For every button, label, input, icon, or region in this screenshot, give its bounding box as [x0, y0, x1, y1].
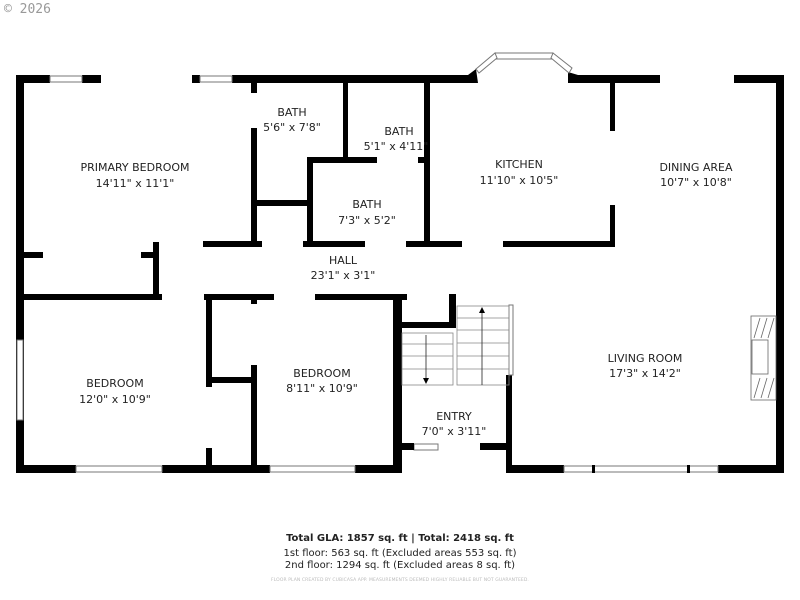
wall: [315, 294, 407, 300]
wall: [203, 241, 262, 247]
wall: [232, 75, 470, 83]
room-name: BATH: [384, 125, 413, 138]
stairs: [401, 305, 510, 386]
room-size: 5'6" x 7'8": [263, 121, 321, 134]
stair-flight-down: [401, 332, 454, 386]
wall: [610, 205, 615, 247]
window-mullion: [687, 465, 690, 473]
window: [269, 465, 356, 473]
wall: [212, 377, 256, 383]
window-mullion: [592, 465, 595, 473]
second-floor-area: 2nd floor: 1294 sq. ft (Excluded areas 8…: [284, 560, 516, 571]
stair-arrow-up-icon: [479, 307, 485, 313]
wall: [506, 375, 512, 473]
wall: [192, 75, 200, 83]
wall: [16, 75, 24, 473]
wall: [418, 157, 428, 163]
room-name: LIVING ROOM: [608, 352, 683, 365]
copyright-watermark: © 2026: [4, 2, 51, 17]
wall: [400, 443, 414, 450]
room-size: 5'1" x 4'11": [364, 140, 429, 153]
wall: [16, 75, 50, 83]
room-size: 7'3" x 5'2": [338, 214, 396, 227]
stair-railing: [508, 304, 514, 376]
wall: [468, 69, 478, 83]
wall: [16, 465, 76, 473]
room-name: BATH: [352, 198, 381, 211]
wall: [734, 75, 784, 83]
room-name: PRIMARY BEDROOM: [80, 161, 189, 174]
wall: [24, 294, 162, 300]
wall: [153, 242, 159, 299]
room-name: BEDROOM: [293, 367, 350, 380]
room-name: DINING AREA: [659, 161, 733, 174]
wall: [568, 75, 660, 83]
wall: [206, 298, 212, 387]
total-area: Total GLA: 1857 sq. ft | Total: 2418 sq.…: [286, 533, 514, 544]
wall: [449, 294, 456, 328]
stair-arrow-down-icon: [423, 378, 429, 384]
wall: [776, 75, 784, 473]
interior-walls: [24, 83, 615, 473]
wall: [141, 252, 155, 258]
wall: [400, 322, 456, 328]
wall: [251, 83, 257, 93]
wall: [406, 241, 462, 247]
window: [550, 52, 573, 74]
wall: [480, 443, 512, 450]
exterior-walls: [16, 69, 784, 473]
wall: [303, 241, 365, 247]
room-name: ENTRY: [436, 410, 472, 423]
stair-flight-up: [456, 305, 510, 386]
window: [199, 75, 233, 83]
wall: [24, 252, 43, 258]
wall: [343, 83, 348, 157]
wall: [251, 298, 257, 304]
wall: [162, 465, 270, 473]
wall: [251, 128, 257, 245]
window: [413, 443, 439, 451]
room-size: 12'0" x 10'9": [79, 393, 151, 406]
wall: [257, 200, 310, 206]
wall: [506, 465, 564, 473]
window: [563, 465, 719, 473]
room-size: 8'11" x 10'9": [286, 382, 358, 395]
wall: [206, 448, 212, 465]
window: [494, 52, 554, 60]
room-name: KITCHEN: [495, 158, 543, 171]
room-name: BEDROOM: [86, 377, 143, 390]
fireplace: [750, 315, 777, 401]
room-labels: PRIMARY BEDROOM 14'11" x 11'1" BATH 5'6"…: [79, 106, 733, 438]
first-floor-area: 1st floor: 563 sq. ft (Excluded areas 55…: [283, 548, 517, 559]
window: [475, 52, 498, 74]
room-size: 7'0" x 3'11": [422, 425, 487, 438]
window: [75, 465, 163, 473]
room-name: BATH: [277, 106, 306, 119]
wall: [424, 83, 430, 245]
room-name: HALL: [329, 254, 358, 267]
room-size: 11'10" x 10'5": [480, 174, 559, 187]
wall: [503, 241, 615, 247]
room-size: 10'7" x 10'8": [660, 176, 732, 189]
wall: [610, 83, 615, 131]
wall: [204, 294, 274, 300]
wall: [355, 465, 401, 473]
windows: [16, 52, 719, 473]
wall: [718, 465, 784, 473]
disclaimer: FLOOR PLAN CREATED BY CUBICASA APP. MEAS…: [271, 578, 529, 583]
floor-plan: PRIMARY BEDROOM 14'11" x 11'1" BATH 5'6"…: [16, 52, 784, 473]
wall: [251, 365, 257, 465]
wall: [393, 298, 402, 473]
wall: [307, 157, 313, 245]
wall: [307, 157, 377, 163]
window: [49, 75, 83, 83]
room-size: 23'1" x 3'1": [311, 269, 376, 282]
room-size: 14'11" x 11'1": [96, 177, 175, 190]
wall: [82, 75, 101, 83]
room-size: 17'3" x 14'2": [609, 367, 681, 380]
window: [16, 339, 24, 421]
